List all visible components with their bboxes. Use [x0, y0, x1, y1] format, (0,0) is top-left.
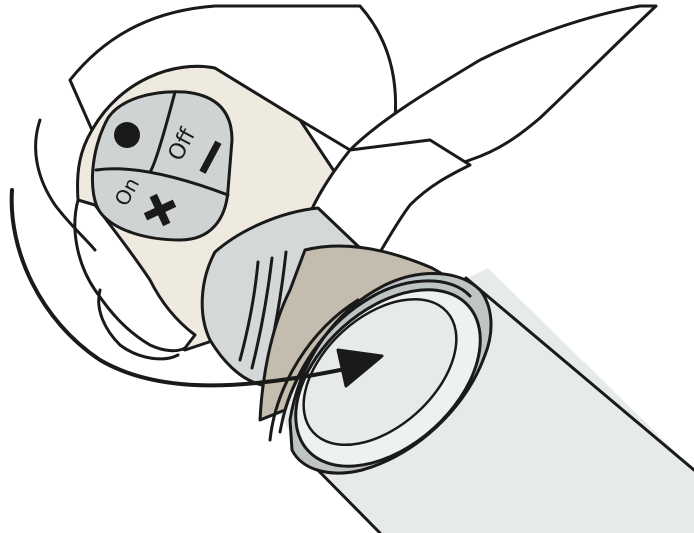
power-dot-icon[interactable]: [114, 122, 140, 148]
control-panel: Off On: [92, 92, 232, 240]
